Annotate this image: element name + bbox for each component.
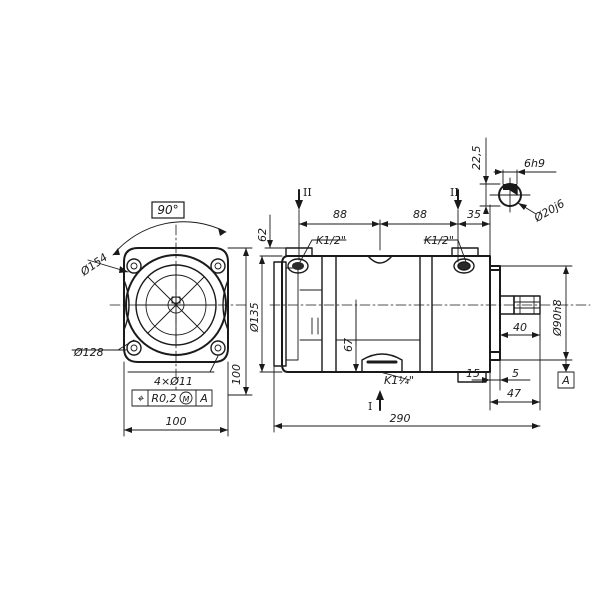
dim-88-right: 88 (413, 208, 427, 221)
dim-62: 62 (256, 228, 269, 242)
angle-arc (112, 221, 227, 256)
section-mark-left: II (303, 186, 312, 199)
dim-88-left: 88 (333, 208, 347, 221)
pilot-circle (125, 254, 227, 356)
key-width-label: 6h9 (524, 157, 545, 170)
height-label: 100 (230, 364, 243, 385)
shaft-diameter-label: Ø20j6 (531, 197, 567, 225)
angle-label: 90° (157, 203, 178, 217)
flange-outline (123, 247, 229, 363)
shaft-detail: 22,5 6h9 Ø20j6 (470, 137, 567, 225)
section-mark-right: II (450, 186, 459, 199)
dim-47: 47 (507, 387, 521, 400)
pilot-diameter-label: Ø128 (73, 346, 104, 359)
dim-135: Ø135 (248, 302, 261, 333)
dim-35: 35 (467, 208, 481, 221)
pump-body (281, 255, 501, 373)
dim-40: 40 (513, 321, 527, 334)
front-view: 90° Ø154 Ø128 4×Ø11 (71, 201, 253, 437)
port-left-label: K1/2" (316, 234, 346, 247)
side-view: II II 88 88 35 62 (248, 186, 591, 433)
svg-text:⌖: ⌖ (137, 392, 144, 405)
width-label: 100 (166, 415, 187, 428)
port-bottom-label: K1¼" (384, 374, 414, 387)
svg-text:R0,2: R0,2 (151, 392, 176, 405)
svg-text:A: A (199, 392, 208, 405)
port-right-label: K1/2" (424, 234, 454, 247)
section-mark-bottom: I (368, 400, 372, 413)
tolerance-frame: ⌖ R0,2 M A (131, 389, 213, 407)
svg-text:M: M (183, 395, 190, 404)
angle-frame (151, 201, 185, 219)
dim-15: 15 (466, 367, 480, 380)
dim-5: 5 (512, 367, 519, 380)
datum-label: A (561, 374, 570, 387)
dim-22-5: 22,5 (470, 146, 483, 171)
dim-67: 67 (342, 338, 355, 352)
dim-90h8: Ø90h8 (551, 299, 564, 337)
dim-290: 290 (390, 412, 411, 425)
holes-label: 4×Ø11 (154, 375, 193, 388)
bolt-holes (126, 258, 226, 356)
